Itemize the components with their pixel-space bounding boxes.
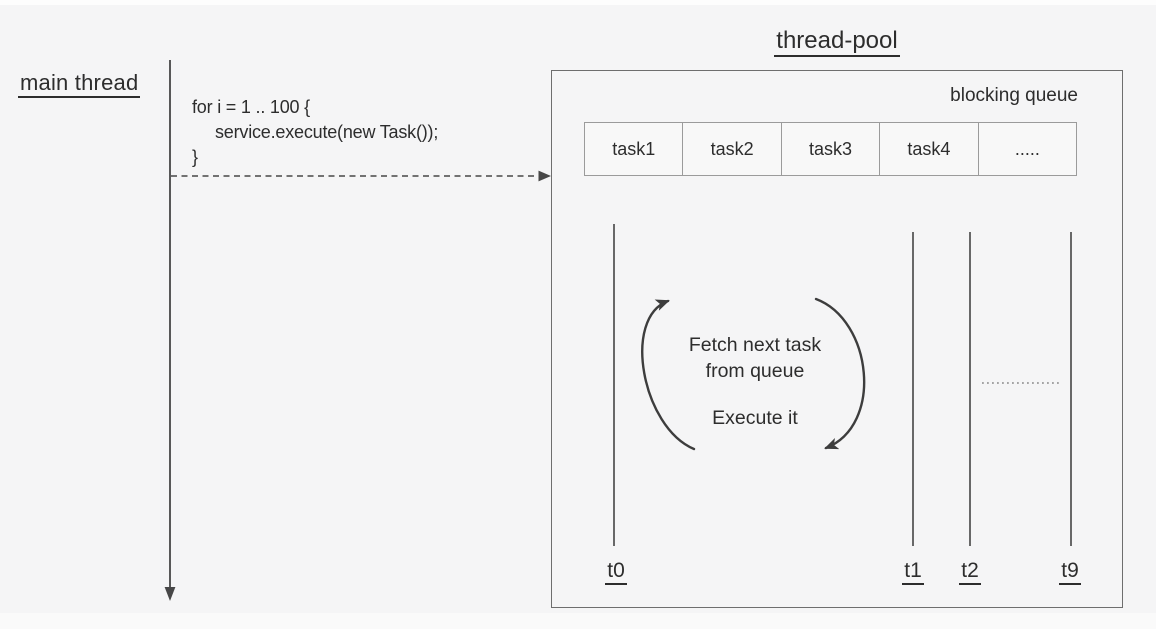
thread-label-t9-text: t9 bbox=[1059, 559, 1081, 585]
thread-label-t1: t1 bbox=[891, 559, 935, 585]
thread-label-t0-text: t0 bbox=[605, 559, 627, 585]
cycle-text-fetch: Fetch next task bbox=[688, 334, 822, 356]
thread-pool-box bbox=[551, 70, 1123, 608]
thread-label-t1-text: t1 bbox=[902, 559, 924, 585]
down-arrow-icon bbox=[164, 587, 176, 601]
queue-cell-ellipsis: ..... bbox=[977, 123, 1076, 175]
cycle-arrow-left bbox=[641, 299, 696, 451]
code-line-execute: service.execute(new Task()); bbox=[215, 122, 439, 142]
queue-cell-task1: task1 bbox=[612, 138, 656, 159]
cycle-arrow-right bbox=[814, 297, 866, 450]
blocking-queue-label: blocking queue bbox=[950, 85, 1078, 106]
thread-label-t0: t0 bbox=[594, 559, 638, 585]
main-thread-label: main thread bbox=[18, 70, 141, 98]
thread-label-t9: t9 bbox=[1048, 559, 1092, 585]
thread-pool-title-text: thread-pool bbox=[774, 27, 900, 57]
queue-cell-task4: task4 bbox=[879, 123, 977, 175]
top-strip bbox=[0, 0, 1156, 5]
code-line-brace: } bbox=[192, 147, 198, 167]
right-arrow-icon bbox=[538, 170, 551, 182]
queue-cell-task2: task2 bbox=[682, 123, 780, 175]
code-line-for: for i = 1 .. 100 { bbox=[192, 97, 310, 117]
cycle-text-execute: Execute it bbox=[712, 407, 798, 429]
thread-label-t2-text: t2 bbox=[959, 559, 981, 585]
thread-pool-title: thread-pool bbox=[551, 27, 1123, 57]
main-thread-label-text: main thread bbox=[18, 70, 141, 98]
cycle-text-from-queue: from queue bbox=[705, 360, 805, 382]
bottom-strip bbox=[0, 613, 1156, 629]
queue-cell-task3: task3 bbox=[780, 123, 879, 175]
thread-label-t2: t2 bbox=[948, 559, 992, 585]
blocking-queue-table: task1 task2 task3 task4 ..... bbox=[584, 122, 1077, 176]
code-snippet: for i = 1 .. 100 { service.execute(new T… bbox=[192, 95, 438, 170]
